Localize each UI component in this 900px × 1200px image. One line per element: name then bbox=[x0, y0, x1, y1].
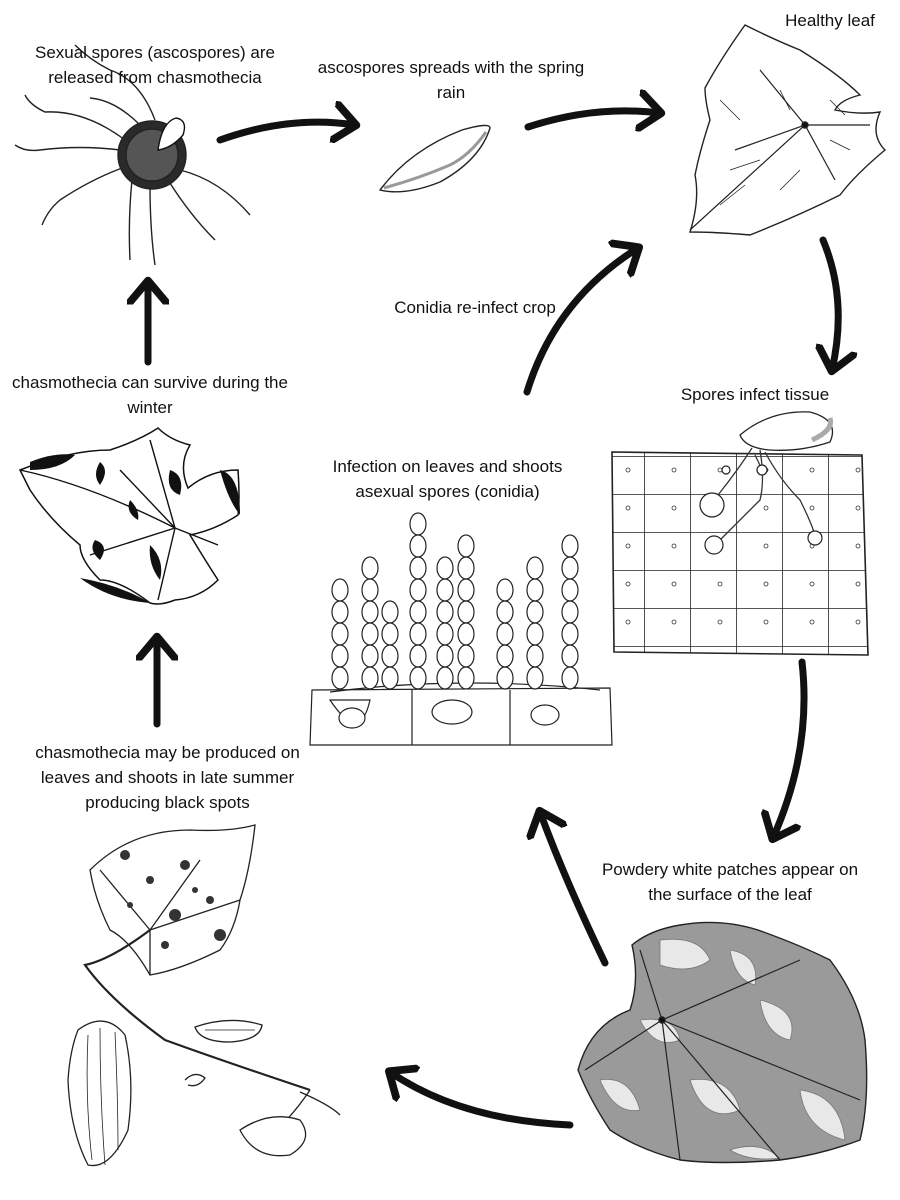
powdery-leaf-illustration bbox=[577, 921, 868, 1164]
conidium bbox=[381, 600, 399, 624]
conidium bbox=[381, 644, 399, 668]
conidium bbox=[457, 644, 475, 668]
conidium bbox=[331, 622, 349, 646]
arrow-to-powdery-patches bbox=[773, 658, 808, 838]
label-sexual-spores-release: Sexual spores (ascospores) are released … bbox=[34, 43, 275, 87]
arrow-to-conidia bbox=[540, 812, 609, 967]
arrow-to-infect-tissue bbox=[823, 236, 838, 370]
winter-leaf-illustration bbox=[18, 427, 240, 605]
conidium bbox=[361, 622, 379, 646]
conidium bbox=[331, 644, 349, 668]
label-infection-conidia: Infection on leaves and shoots asexual s… bbox=[332, 457, 563, 501]
conidium bbox=[496, 600, 514, 624]
conidium bbox=[409, 622, 427, 646]
healthy-leaf-illustration bbox=[689, 24, 887, 236]
conidium bbox=[436, 666, 454, 690]
label-spores-infect-tissue: Spores infect tissue bbox=[680, 385, 830, 404]
conidium bbox=[561, 534, 579, 558]
arrow-to-healthy-leaf bbox=[524, 111, 660, 127]
conidium bbox=[331, 666, 349, 690]
conidium bbox=[409, 600, 427, 624]
conidium bbox=[331, 600, 349, 624]
infected-tissue-illustration bbox=[611, 411, 869, 656]
conidium bbox=[561, 644, 579, 668]
conidia-chains bbox=[331, 512, 579, 690]
cycle-arrows bbox=[148, 111, 838, 1129]
conidium bbox=[409, 512, 427, 536]
label-chasmothecia-survive: chasmothecia can survive during the wint… bbox=[12, 373, 288, 417]
conidium bbox=[526, 578, 544, 602]
conidium bbox=[526, 666, 544, 690]
conidium bbox=[436, 556, 454, 580]
conidium bbox=[496, 578, 514, 602]
conidium bbox=[409, 578, 427, 602]
conidium bbox=[361, 556, 379, 580]
conidium bbox=[457, 556, 475, 580]
conidium bbox=[381, 666, 399, 690]
conidium bbox=[436, 578, 454, 602]
label-powdery-patches: Powdery white patches appear on the surf… bbox=[601, 860, 859, 904]
conidium bbox=[526, 644, 544, 668]
conidium bbox=[436, 622, 454, 646]
conidium bbox=[361, 644, 379, 668]
conidium bbox=[561, 600, 579, 624]
conidium bbox=[457, 666, 475, 690]
conidium bbox=[496, 666, 514, 690]
conidium bbox=[561, 578, 579, 602]
label-chasmothecia-produced: chasmothecia may be produced on leaves a… bbox=[35, 743, 300, 812]
label-conidia-reinfect: Conidia re-infect crop bbox=[394, 298, 556, 317]
conidium bbox=[361, 666, 379, 690]
ascospore-illustration bbox=[378, 124, 491, 193]
conidium bbox=[526, 600, 544, 624]
conidium bbox=[436, 600, 454, 624]
conidium bbox=[409, 534, 427, 558]
chasmothecium-illustration bbox=[14, 44, 251, 266]
conidium bbox=[409, 644, 427, 668]
conidium bbox=[457, 578, 475, 602]
black-spots bbox=[120, 850, 226, 949]
conidium bbox=[496, 622, 514, 646]
conidia-illustration bbox=[309, 682, 613, 746]
arrow-reinfect bbox=[523, 248, 638, 396]
conidium bbox=[381, 622, 399, 646]
late-summer-vine-illustration bbox=[67, 824, 341, 1167]
conidium bbox=[409, 556, 427, 580]
conidium bbox=[526, 556, 544, 580]
conidium bbox=[361, 600, 379, 624]
label-healthy-leaf: Healthy leaf bbox=[785, 11, 875, 30]
conidium bbox=[457, 534, 475, 558]
conidium bbox=[457, 600, 475, 624]
conidium bbox=[526, 622, 544, 646]
conidium bbox=[496, 644, 514, 668]
conidium bbox=[457, 622, 475, 646]
arrow-to-late-summer bbox=[390, 1072, 574, 1129]
conidium bbox=[331, 578, 349, 602]
conidium bbox=[361, 578, 379, 602]
conidium bbox=[436, 644, 454, 668]
arrow-to-spores bbox=[216, 122, 355, 140]
conidium bbox=[561, 666, 579, 690]
label-spring-rain: ascospores spreads with the spring rain bbox=[317, 58, 585, 102]
conidium bbox=[561, 556, 579, 580]
conidium bbox=[409, 666, 427, 690]
conidium bbox=[561, 622, 579, 646]
